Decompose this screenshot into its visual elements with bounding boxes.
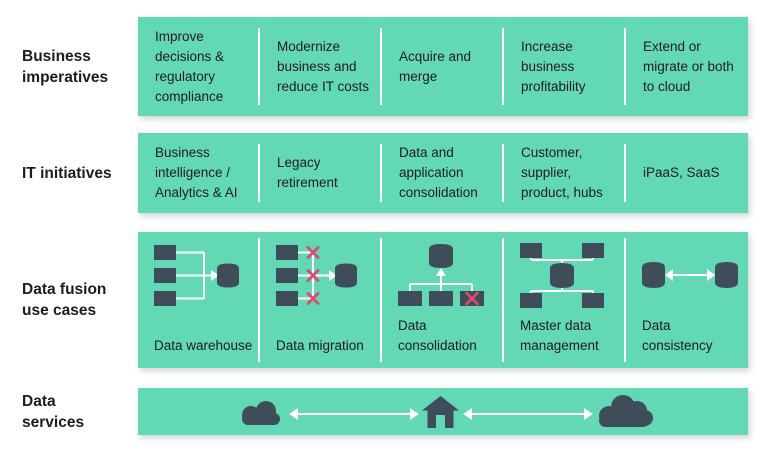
row-label-business-imperatives: Business imperatives — [22, 47, 109, 86]
use-case-label: Data consolidation — [398, 318, 477, 353]
data-consistency-icon — [642, 262, 738, 288]
use-case-label: Data consistency — [642, 318, 713, 353]
use-case-label: Data migration — [276, 338, 364, 353]
use-case-cell-master-data-management: Master data management — [504, 232, 626, 368]
use-case-cell-data-consistency: Data consistency — [626, 232, 748, 368]
it-initiatives-band: Business intelligence / Analytics & AI L… — [138, 133, 748, 213]
imperative-cell: Increase business profitability — [504, 17, 626, 116]
initiative-cell: Customer, supplier, product, hubs — [504, 133, 626, 213]
initiative-cell: Business intelligence / Analytics & AI — [138, 133, 260, 213]
imperative-cell: Improve decisions & regulatory complianc… — [138, 17, 260, 116]
use-case-cell-data-consolidation: Data consolidation — [382, 232, 504, 368]
use-cases-band: Data warehouse Data migration — [138, 232, 748, 368]
data-warehouse-icon — [154, 244, 239, 306]
cloud-icon — [599, 395, 653, 427]
imperative-cell: Extend or migrate or both to cloud — [643, 38, 734, 94]
double-arrow-icon — [289, 408, 419, 420]
initiative-cell: Legacy retirement — [260, 133, 382, 213]
data-consolidation-icon — [398, 244, 484, 306]
master-data-management-icon — [520, 242, 604, 308]
data-migration-icon — [276, 244, 357, 306]
use-case-label: Master data management — [520, 318, 599, 353]
data-services-band — [138, 388, 748, 435]
row-label-it-initiatives: IT initiatives — [22, 164, 112, 182]
cloud-icon — [242, 401, 280, 425]
use-case-cell-data-warehouse: Data warehouse — [138, 232, 260, 368]
initiative-cell: iPaaS, SaaS — [643, 165, 720, 180]
home-icon — [422, 396, 459, 428]
business-imperatives-band: Improve decisions & regulatory complianc… — [138, 17, 748, 116]
row-label-data-fusion-use-cases: Data fusion use cases — [22, 281, 107, 319]
row-label-data-services: Data services — [22, 392, 85, 431]
double-arrow-icon — [463, 408, 593, 420]
use-case-label: Data warehouse — [154, 338, 253, 353]
imperative-cell: Modernize business and reduce IT costs — [260, 17, 382, 116]
initiative-cell: Data and application consolidation — [382, 133, 504, 213]
imperative-cell: Acquire and merge — [382, 17, 504, 116]
use-case-cell-data-migration: Data migration — [260, 232, 382, 368]
